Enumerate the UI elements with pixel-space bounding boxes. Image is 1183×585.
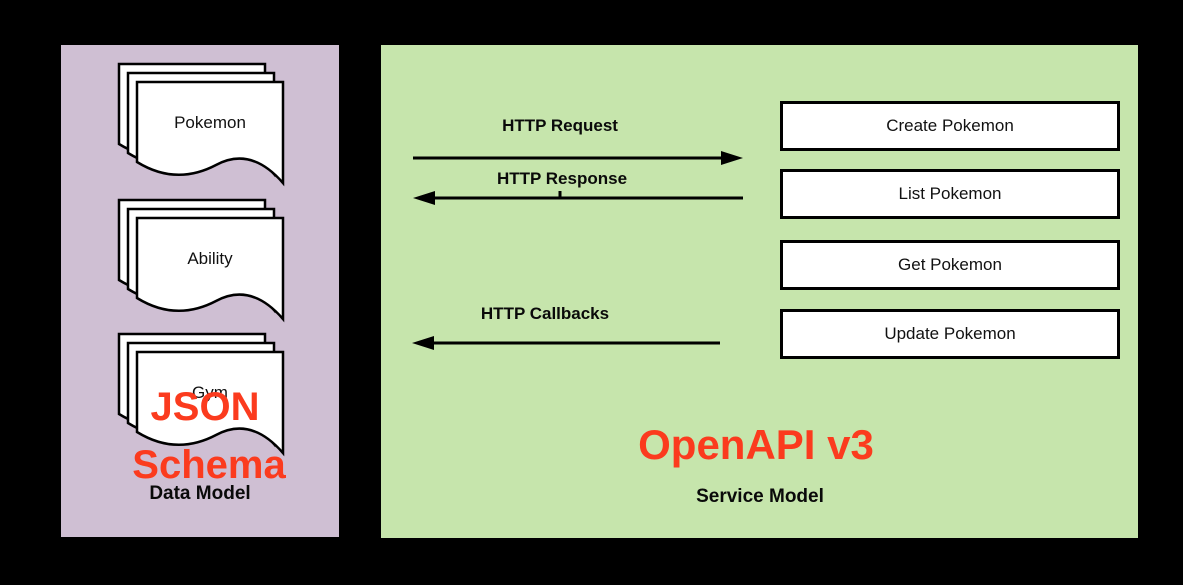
- operation-box-create-pokemon: Create Pokemon: [780, 101, 1120, 151]
- operation-label: List Pokemon: [898, 184, 1002, 203]
- http-response-label: HTTP Response: [496, 169, 628, 188]
- callbacks-arrow-icon: [412, 336, 720, 350]
- operation-label: Get Pokemon: [898, 255, 1002, 274]
- document-stack-icon: [117, 332, 285, 457]
- http-request-label: HTTP Request: [502, 116, 618, 135]
- document-label-gym: Gym: [192, 383, 228, 402]
- document-stack-icon: [117, 198, 285, 323]
- service-model-caption: Service Model: [696, 486, 824, 507]
- service-model-panel: HTTP Request HTTP Response HTTP Callback…: [381, 45, 1138, 538]
- document-label-pokemon: Pokemon: [174, 113, 246, 132]
- document-stack-icon: [117, 62, 285, 187]
- operation-label: Create Pokemon: [886, 116, 1014, 135]
- document-label-ability: Ability: [187, 249, 233, 268]
- http-callbacks-label: HTTP Callbacks: [480, 304, 610, 323]
- operation-box-list-pokemon: List Pokemon: [780, 169, 1120, 219]
- gym-document-stack: [117, 332, 287, 458]
- ability-document-stack: [117, 198, 287, 324]
- operation-box-update-pokemon: Update Pokemon: [780, 309, 1120, 359]
- response-arrow-icon: [413, 191, 743, 205]
- data-model-panel: Pokemon Ability Gym JSON Schema Data Mod…: [61, 45, 339, 537]
- data-model-caption: Data Model: [149, 483, 251, 504]
- http-arrows: [412, 151, 743, 350]
- request-arrow-icon: [413, 151, 743, 165]
- operation-label: Update Pokemon: [884, 324, 1016, 343]
- json-overlay-text: JSON: [150, 385, 260, 429]
- openapi-title: OpenAPI v3: [638, 421, 874, 468]
- operation-box-get-pokemon: Get Pokemon: [780, 240, 1120, 290]
- schema-overlay-text: Schema: [132, 443, 286, 487]
- pokemon-document-stack: [117, 62, 287, 188]
